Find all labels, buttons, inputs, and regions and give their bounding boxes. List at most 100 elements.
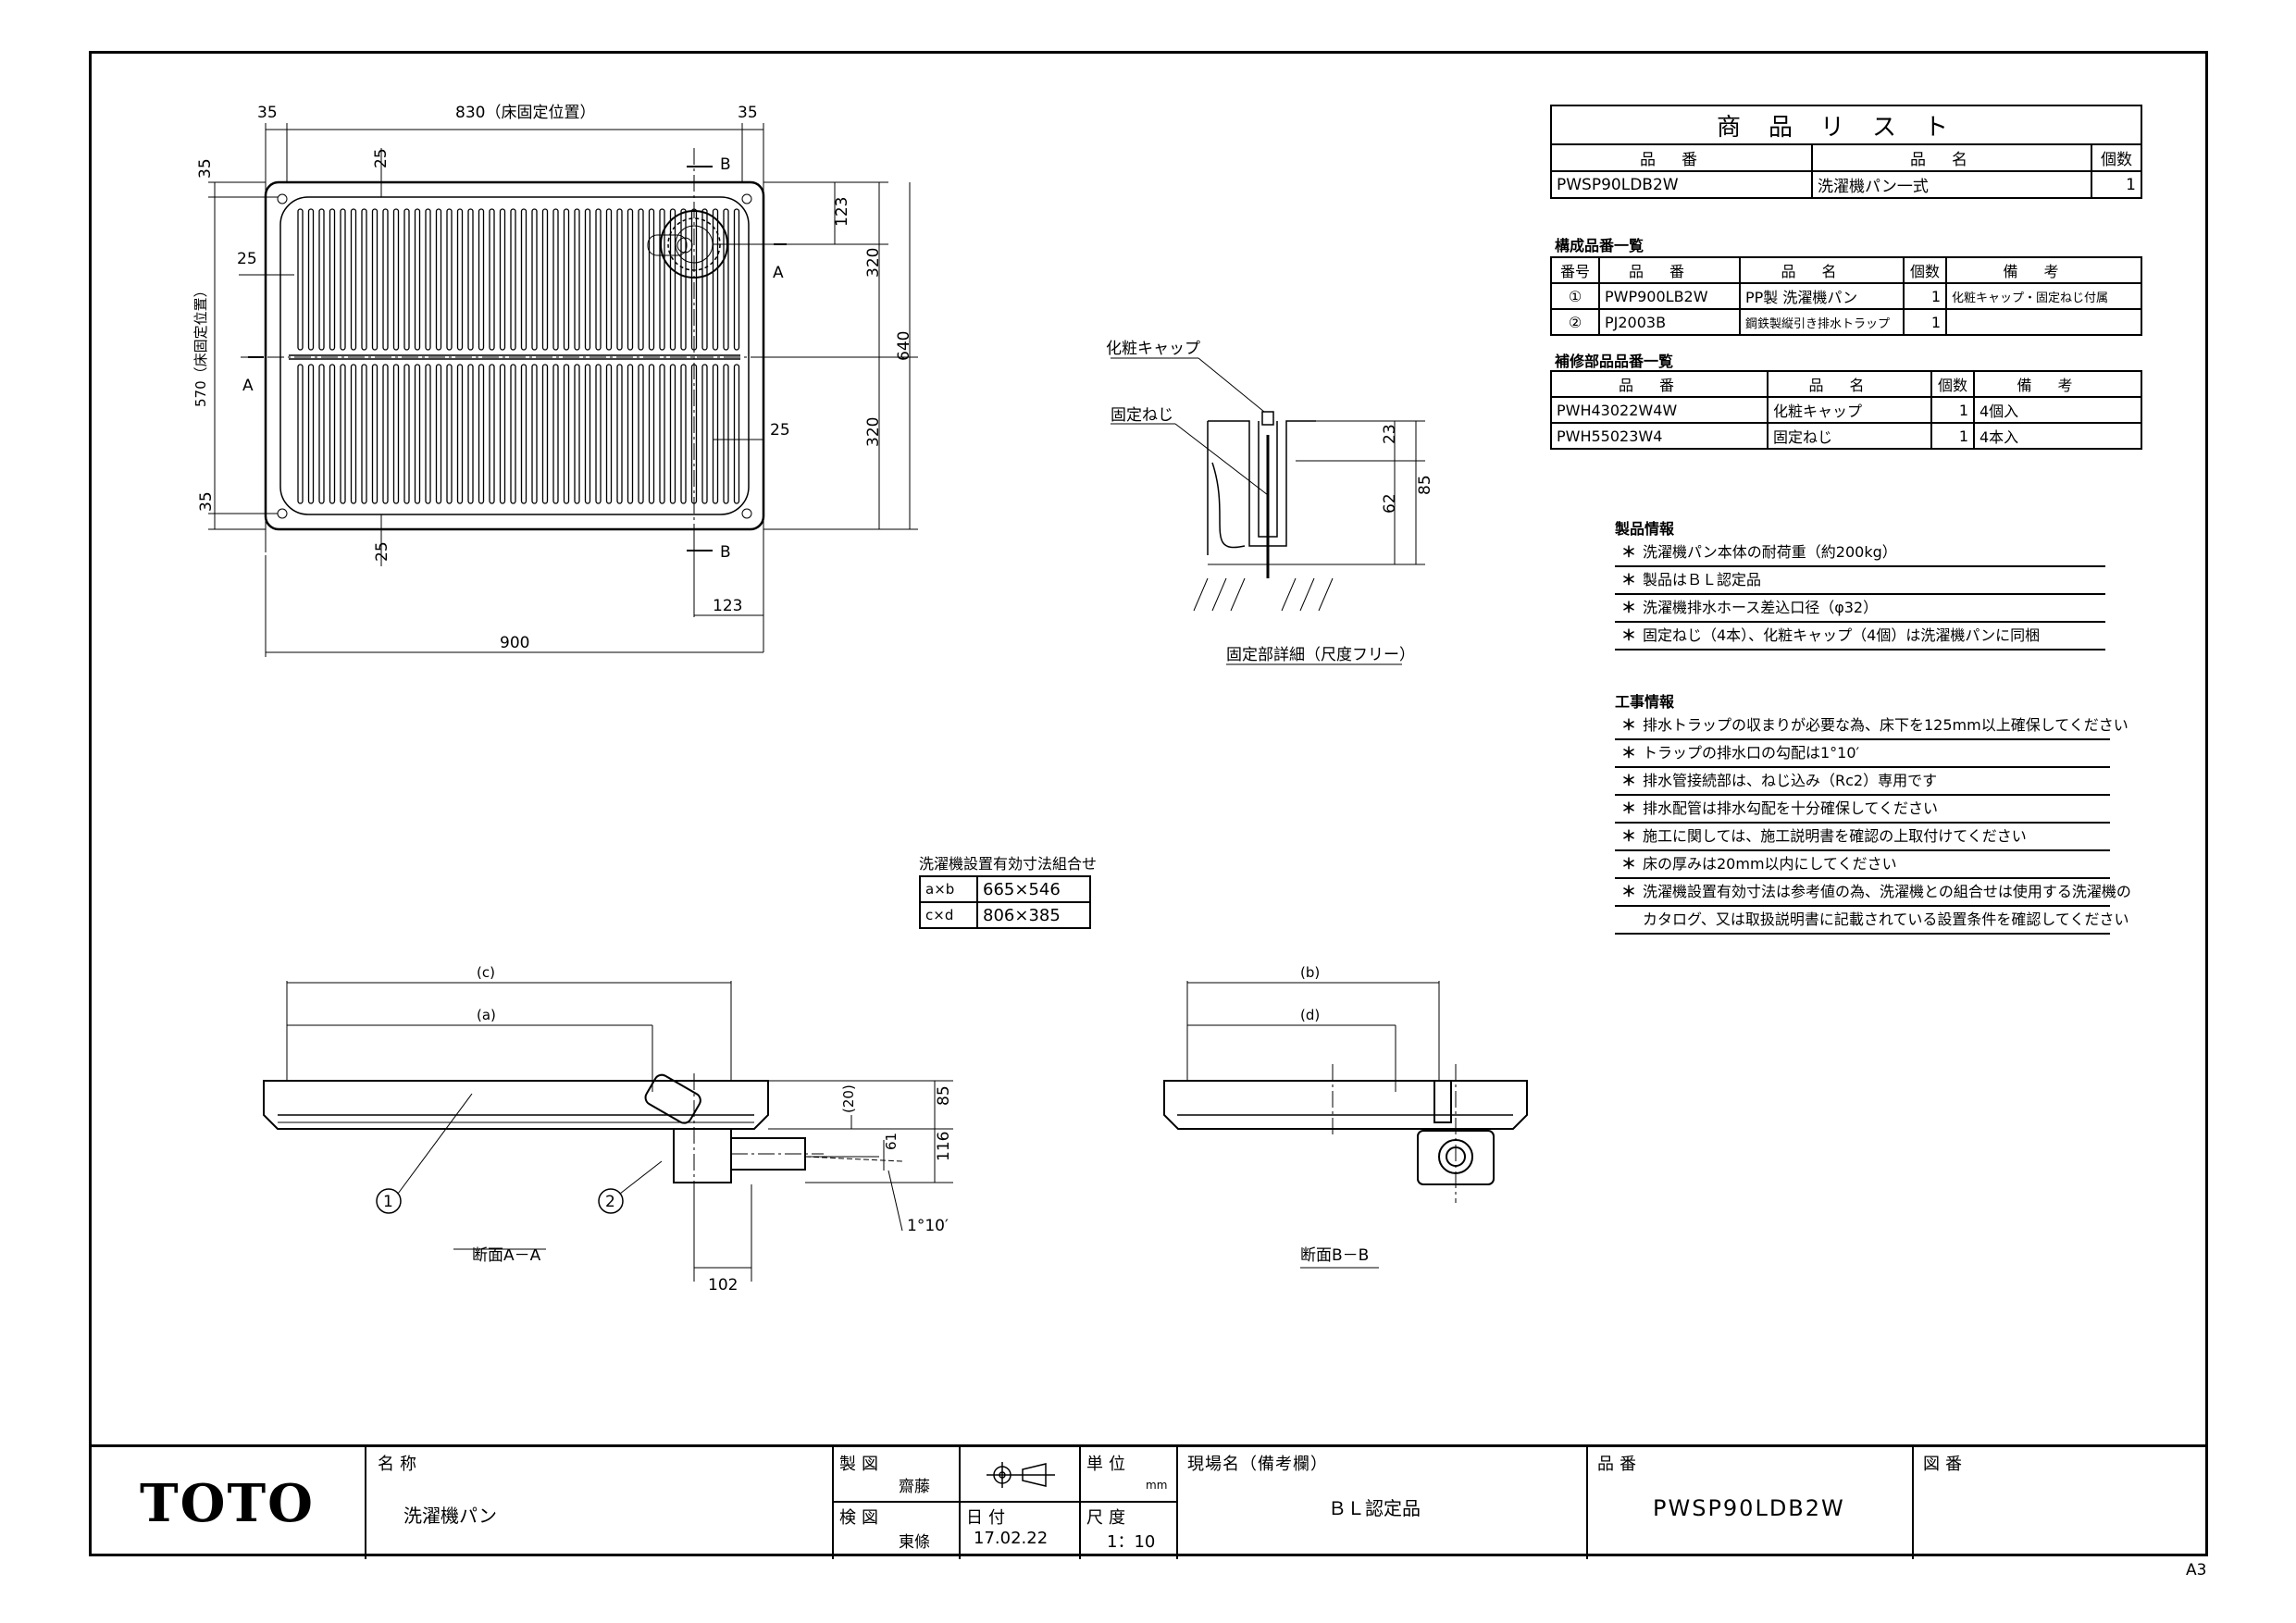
- pan-rib: [574, 208, 580, 351]
- svg-text:35: 35: [257, 104, 278, 122]
- svg-text:(a): (a): [477, 1007, 496, 1023]
- svg-text:320: 320: [864, 417, 883, 447]
- product-code-cell: 品番 PWSP90LDB2W: [1586, 1447, 1912, 1559]
- pan-rib: [680, 364, 687, 504]
- repair-parts-title: 補修部品品番一覧: [1555, 353, 1674, 370]
- svg-text:25: 25: [770, 421, 790, 440]
- product-list-table: 商品リスト 品番品名個数 PWSP90LDB2W 洗濯機パン一式 1: [1550, 105, 2142, 199]
- pan-rib: [510, 364, 516, 504]
- pan-rib: [520, 364, 527, 504]
- svg-text:断面A－A: 断面A－A: [472, 1246, 541, 1265]
- pan-rib: [723, 364, 729, 504]
- pan-rib: [361, 208, 367, 351]
- svg-text:23: 23: [1381, 424, 1399, 444]
- drawing-frame: [89, 51, 2208, 1556]
- svg-text:25: 25: [373, 541, 391, 562]
- components-title: 構成品番一覧: [1555, 237, 1644, 254]
- pan-rib: [552, 364, 559, 504]
- pan-rib: [563, 364, 570, 504]
- list-item: カタログ、又は取扱説明書に記載されている設置条件を確認してください: [1615, 907, 2128, 935]
- pan-rib: [584, 208, 591, 351]
- svg-text:(c): (c): [477, 964, 495, 981]
- pan-rib: [329, 364, 336, 504]
- svg-text:102: 102: [708, 1276, 738, 1295]
- pan-rib: [616, 208, 623, 351]
- pan-rib: [701, 364, 708, 504]
- pan-rib: [371, 364, 379, 504]
- pan-rib: [414, 208, 421, 351]
- svg-text:116: 116: [935, 1132, 953, 1161]
- svg-text:85: 85: [935, 1085, 953, 1106]
- construction-info-title: 工事情報: [1615, 693, 1675, 711]
- pan-rib: [478, 208, 485, 351]
- product-info-title: 製品情報: [1615, 520, 1675, 538]
- list-item: ＊製品はＢＬ認定品: [1615, 567, 2105, 595]
- pan-rib: [467, 364, 474, 504]
- pan-rib: [605, 364, 613, 504]
- section-bb: (b) (d) 断面B－B: [1163, 964, 1528, 1269]
- pan-rib: [669, 364, 676, 504]
- pan-rib: [541, 208, 549, 351]
- site-cell: 現場名（備考欄） ＢＬ認定品: [1176, 1447, 1586, 1559]
- pan-rib: [414, 364, 421, 504]
- toto-logo: TOTO: [140, 1473, 315, 1534]
- pan-rib: [616, 364, 623, 504]
- table-row: PWSP90LDB2W 洗濯機パン一式 1: [1550, 170, 2142, 199]
- pan-rib: [392, 208, 400, 351]
- pan-rib: [638, 364, 644, 504]
- pan-rib: [350, 208, 357, 351]
- list-item: ＊洗濯機設置有効寸法は参考値の為、洗濯機との組合せは使用する洗濯機の: [1615, 879, 2131, 907]
- pan-rib: [467, 208, 474, 351]
- pan-rib: [297, 364, 304, 504]
- svg-text:123: 123: [713, 597, 742, 615]
- pan-rib: [371, 208, 379, 351]
- bullet-mark: ＊: [1620, 772, 1636, 789]
- pan-rib: [574, 364, 580, 504]
- svg-text:(20): (20): [840, 1084, 857, 1113]
- pan-rib: [382, 364, 389, 504]
- section-aa: 1 2 (c) (a) 85 116 (20) 61 1°10′ 102 断面A…: [263, 964, 953, 1295]
- construction-info-list: ＊排水トラップの収まりが必要な為、床下を125mm以上確保してください＊トラップ…: [1615, 712, 2131, 935]
- svg-text:830（床固定位置）: 830（床固定位置）: [455, 104, 595, 122]
- fixing-detail: 化粧キャップ 固定ねじ 23 62 85 固定部詳細（尺度フリー）: [1106, 340, 1434, 665]
- install-dims-title: 洗濯機設置有効寸法組合せ: [919, 855, 1098, 873]
- pan-rib: [329, 208, 336, 351]
- pan-rib: [584, 364, 591, 504]
- pan-rib: [499, 364, 506, 504]
- list-item: ＊トラップの排水口の勾配は1°10′: [1615, 740, 2110, 768]
- bullet-mark: ＊: [1620, 571, 1636, 588]
- svg-text:1°10′: 1°10′: [907, 1217, 949, 1235]
- pan-rib: [563, 208, 570, 351]
- pan-rib: [307, 364, 315, 504]
- pan-rib: [340, 208, 346, 351]
- svg-text:123: 123: [833, 197, 851, 227]
- pan-rib: [392, 364, 400, 504]
- list-item: ＊施工に関しては、施工説明書を確認の上取付けてください: [1615, 824, 2110, 851]
- bullet-mark: ＊: [1620, 716, 1636, 734]
- list-item: ＊排水トラップの収まりが必要な為、床下を125mm以上確保してください: [1615, 712, 2128, 740]
- pan-rib: [605, 208, 613, 351]
- svg-text:35: 35: [197, 491, 216, 512]
- pan-rib: [510, 208, 516, 351]
- svg-text:640: 640: [895, 331, 913, 361]
- pan-rib: [659, 208, 665, 351]
- pan-rib: [489, 208, 495, 351]
- list-item: ＊洗濯機排水ホース差込口径（φ32）: [1615, 595, 2105, 623]
- pan-rib: [489, 364, 495, 504]
- bullet-mark: ＊: [1620, 827, 1636, 845]
- pan-rib: [340, 364, 346, 504]
- pan-rib: [712, 364, 719, 504]
- pan-rib: [350, 364, 357, 504]
- unit-scale-cell: 単位 mm 尺度 1：10: [1079, 1447, 1176, 1559]
- pan-rib: [648, 364, 655, 504]
- product-list-title: 商品リスト: [1550, 105, 2142, 145]
- pan-rib: [627, 208, 634, 351]
- svg-text:1: 1: [383, 1193, 393, 1211]
- projection-symbol-icon: [987, 1462, 1055, 1488]
- svg-text:固定ねじ: 固定ねじ: [1111, 406, 1173, 425]
- svg-text:2: 2: [605, 1193, 615, 1211]
- pan-rib: [435, 208, 442, 351]
- pan-rib: [318, 208, 325, 351]
